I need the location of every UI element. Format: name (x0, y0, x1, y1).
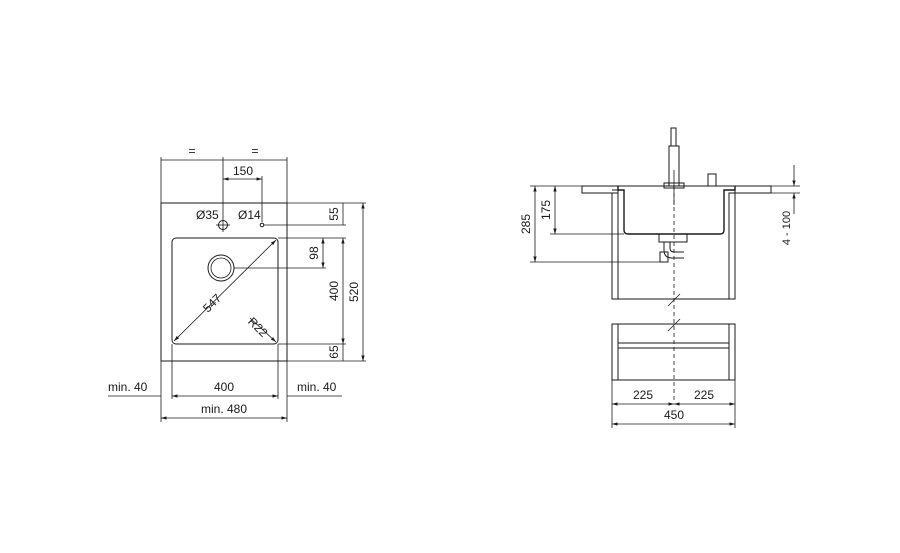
min-40-right-label: min. 40 (297, 380, 337, 394)
cabinet-shelf (617, 342, 730, 349)
dim-150-label: 150 (233, 164, 253, 178)
dim-65-label: 65 (327, 345, 341, 359)
equal-right-label: = (251, 144, 258, 158)
drain-inner-icon (210, 257, 232, 279)
dim-400-vert-label: 400 (327, 281, 341, 301)
equal-left-label: = (188, 144, 195, 158)
drain-trap-icon (659, 251, 669, 263)
soap-dispenser-icon (707, 173, 717, 187)
radius-leader (249, 317, 277, 343)
min-480-label: min. 480 (201, 402, 247, 416)
dim-520-label: 520 (347, 282, 361, 302)
sink-outer-outline (160, 202, 288, 362)
section-view: 285 175 4 - 100 225 225 450 (519, 127, 800, 428)
dim-55-label: 55 (327, 207, 341, 221)
radius-label: R22 (245, 314, 271, 340)
dim-225-left-label: 225 (633, 388, 653, 402)
countertop-right (734, 185, 772, 194)
top-view: 547 R22 Ø35 Ø14 = = 150 55 (108, 144, 366, 422)
cabinet-wall-left-lower (611, 323, 619, 381)
tap-lever-icon (670, 127, 677, 147)
tap-hole-label: Ø35 (196, 208, 219, 222)
cabinet-wall-right-upper (728, 192, 736, 300)
dim-285-label: 285 (519, 214, 533, 234)
sink-bowl-outline (171, 237, 279, 345)
cabinet-wall-left-upper (611, 192, 619, 300)
dim-98-label: 98 (307, 246, 321, 260)
small-hole-label: Ø14 (238, 208, 261, 222)
small-hole-icon (259, 222, 265, 228)
sink-body-section (617, 186, 736, 235)
cabinet-wall-right-lower (728, 323, 736, 381)
dim-450-label: 450 (664, 408, 684, 422)
drain-outer-icon (207, 254, 235, 282)
dim-225-right-label: 225 (694, 388, 714, 402)
dim-400-horiz-label: 400 (214, 380, 234, 394)
drain-body-icon (658, 233, 688, 243)
diagonal-dimension-line (173, 239, 277, 342)
min-40-left-label: min. 40 (108, 380, 148, 394)
dim-4-100-label: 4 - 100 (781, 211, 793, 245)
dim-175-label: 175 (539, 200, 553, 220)
